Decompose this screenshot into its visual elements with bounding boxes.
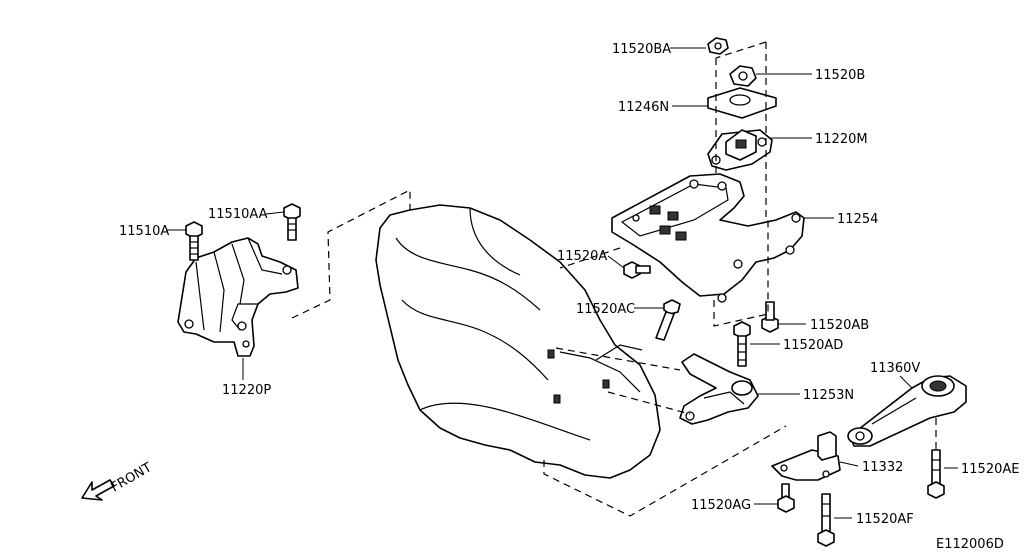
insulator-11220m: [707, 129, 773, 171]
bolt-11520ad: [733, 321, 751, 367]
label-11520b: 11520B: [815, 68, 865, 83]
label-11254: 11254: [837, 212, 878, 227]
guide-11253n: [555, 347, 691, 415]
engine-block: [375, 204, 661, 479]
label-11520af: 11520AF: [856, 512, 914, 527]
bolt-11520af: [817, 493, 835, 547]
label-11220p: 11220P: [222, 383, 271, 398]
label-11332: 11332: [862, 460, 903, 475]
front-label: FRONT: [109, 460, 155, 495]
label-11520ba: 11520BA: [612, 42, 671, 57]
bolt-11520ab: [761, 301, 779, 333]
label-11520ad: 11520AD: [783, 338, 843, 353]
bolt-11520a: [623, 261, 651, 279]
label-11520ab: 11520AB: [810, 318, 869, 333]
front-arrow-icon: [81, 479, 115, 501]
bolt-11520ac: [655, 299, 681, 341]
diagram-code: E112006D: [936, 537, 1004, 552]
torque-rod-11360v: [847, 375, 967, 447]
bolt-11520ae: [927, 449, 945, 499]
bolt-11520ag: [777, 483, 795, 513]
label-11520ac: 11520AC: [576, 302, 635, 317]
label-11520a: 11520A: [557, 249, 607, 264]
label-11510aa: 11510AA: [208, 207, 268, 222]
bracket-11253n: [679, 353, 759, 425]
bolt-11510aa: [283, 203, 301, 241]
label-11253n: 11253N: [803, 388, 854, 403]
leader-lines: [166, 47, 958, 519]
bolt-11510a: [185, 221, 203, 261]
part-labels: 11520BA 11520B 11246N 11220M 11254 11520…: [109, 42, 1020, 552]
label-11360v: 11360V: [870, 361, 920, 376]
label-11520ae: 11520AE: [961, 462, 1019, 477]
label-11220m: 11220M: [815, 132, 868, 147]
bracket-11332: [771, 431, 841, 481]
mount-11220p: [177, 237, 299, 357]
label-11520ag: 11520AG: [691, 498, 751, 513]
label-11246n: 11246N: [618, 100, 669, 115]
nut-11520b: [729, 65, 757, 87]
plate-11246n: [707, 87, 777, 119]
label-11510a: 11510A: [119, 224, 169, 239]
guide-lower-right: [543, 418, 937, 517]
nut-11520ba: [707, 37, 729, 55]
guide-bracket: [559, 216, 769, 327]
guide-top-stack: [689, 41, 767, 220]
bracket-11254: [611, 173, 805, 303]
guide-left-mount: [291, 189, 411, 319]
